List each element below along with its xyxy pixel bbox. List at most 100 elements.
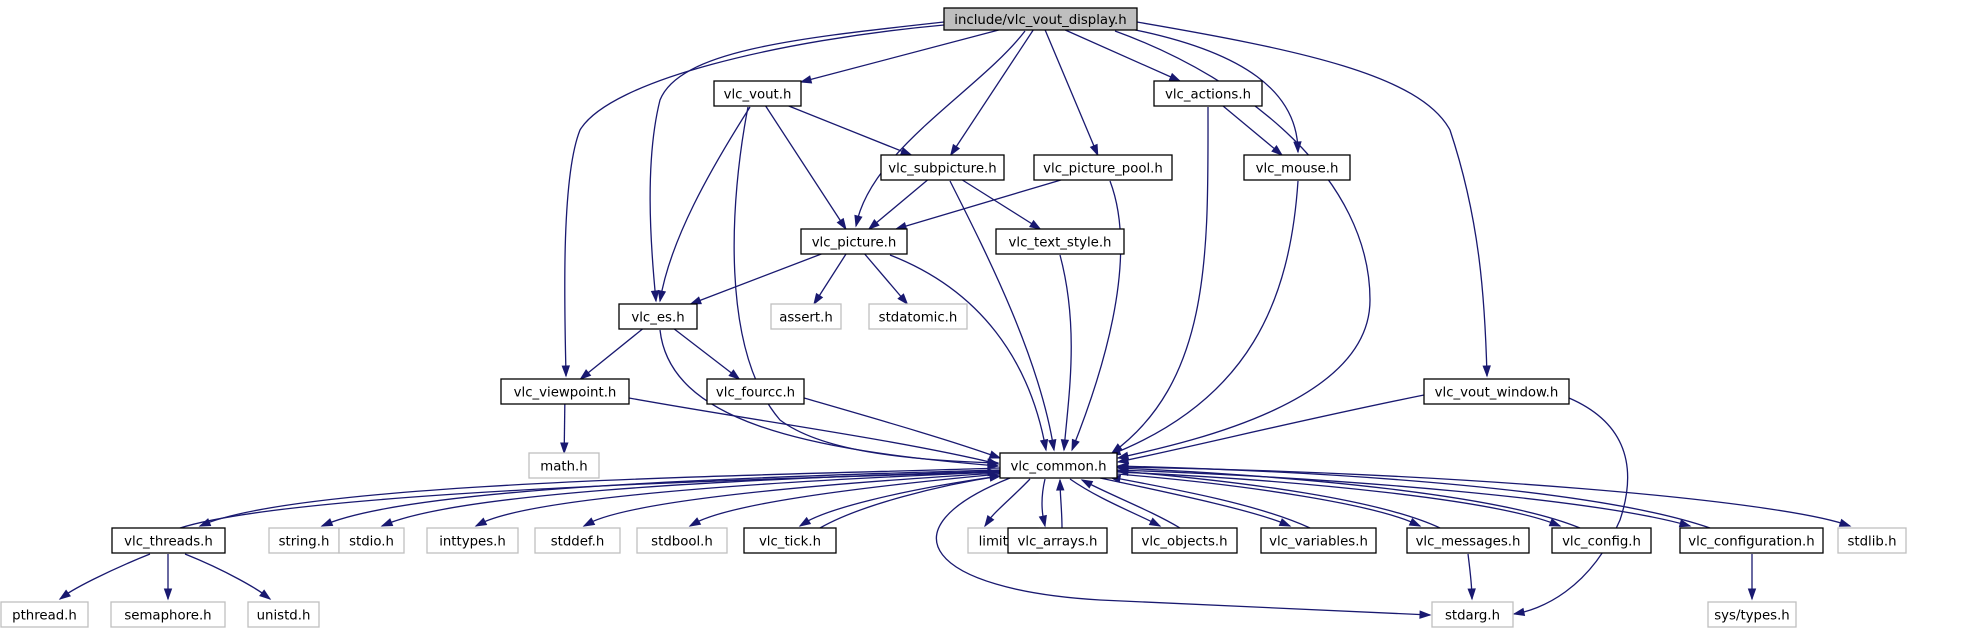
edge-picture-to-common: [889, 254, 1049, 452]
node-threads[interactable]: vlc_threads.h: [111, 527, 226, 554]
edge-line: [628, 397, 999, 465]
edge-arrowhead: [163, 588, 173, 601]
edge-line: [803, 397, 1001, 459]
node-actions[interactable]: vlc_actions.h: [1153, 80, 1263, 107]
node-config[interactable]: vlc_config.h: [1551, 527, 1652, 554]
edge-arrowhead: [1080, 479, 1094, 489]
node-box: [999, 452, 1118, 479]
edge-arrowhead: [582, 517, 596, 527]
node-common[interactable]: vlc_common.h: [999, 452, 1118, 479]
node-tick[interactable]: vlc_tick.h: [743, 527, 837, 554]
edge-line: [788, 105, 912, 156]
node-box: [1131, 527, 1238, 554]
node-box: [1431, 601, 1514, 628]
node-box: [636, 527, 728, 554]
edge-common-to-inttypes: [474, 471, 1001, 527]
edge-fourcc-to-common: [803, 397, 1002, 459]
node-label: stddef.h: [551, 535, 605, 550]
node-objects[interactable]: vlc_objects.h: [1131, 527, 1238, 554]
edge-line: [819, 475, 1001, 529]
edge-subpicture-to-common: [949, 180, 1057, 452]
edge-tick-to-common: [819, 473, 1002, 529]
node-arrays[interactable]: vlc_arrays.h: [1007, 527, 1108, 554]
node-assert: assert.h: [770, 303, 842, 330]
node-box: [1033, 154, 1173, 181]
node-label: vlc_es.h: [631, 311, 684, 326]
node-box: [247, 601, 320, 628]
edge-vout-to-picture: [765, 105, 847, 231]
edge-line: [855, 30, 1026, 227]
node-configuration[interactable]: vlc_configuration.h: [1679, 527, 1824, 554]
edge-line: [1114, 25, 1299, 153]
edge-arrowhead: [1168, 72, 1182, 82]
edge-line: [799, 475, 1001, 527]
edge-line: [659, 329, 999, 467]
edge-line: [962, 179, 1041, 230]
node-vout-window[interactable]: vlc_vout_window.h: [1423, 378, 1570, 405]
node-box: [770, 303, 842, 330]
node-stdatomic: stdatomic.h: [868, 303, 968, 330]
edge-common-to-stdarg: [935, 477, 1432, 619]
edge-line: [895, 179, 1062, 230]
node-label: math.h: [540, 460, 587, 475]
edge-line: [1064, 29, 1181, 82]
node-label: vlc_configuration.h: [1688, 535, 1814, 550]
node-root[interactable]: include/vlc_vout_display.h: [943, 7, 1138, 31]
node-label: vlc_config.h: [1562, 535, 1641, 550]
node-label: vlc_threads.h: [124, 535, 213, 550]
edge-line: [864, 253, 908, 305]
node-viewpoint[interactable]: vlc_viewpoint.h: [500, 378, 630, 405]
edge-arrowhead: [320, 518, 334, 527]
edge-arrowhead: [1271, 145, 1284, 156]
edge-root-to-picture_pool: [1044, 29, 1099, 157]
node-box: [800, 228, 908, 255]
edge-arrowhead: [380, 518, 394, 527]
edge-arrowhead: [988, 473, 1002, 482]
node-picture[interactable]: vlc_picture.h: [800, 228, 908, 255]
node-label: vlc_arrays.h: [1018, 535, 1098, 550]
edge-line: [1116, 469, 1691, 527]
edge-picture_pool-to-picture: [894, 179, 1062, 231]
node-box: [1260, 527, 1377, 554]
edge-line: [1116, 471, 1561, 527]
node-subpicture[interactable]: vlc_subpicture.h: [880, 154, 1005, 181]
edge-line: [659, 106, 751, 302]
edge-arrowhead: [1482, 365, 1491, 378]
node-picture-pool[interactable]: vlc_picture_pool.h: [1033, 154, 1173, 181]
edge-arrowhead: [1148, 517, 1162, 527]
edge-line: [1116, 466, 1851, 527]
edge-line: [950, 29, 1034, 156]
node-box: [1243, 154, 1351, 181]
node-label: vlc_mouse.h: [1256, 162, 1339, 177]
node-label: sys/types.h: [1714, 609, 1790, 624]
node-mouse[interactable]: vlc_mouse.h: [1243, 154, 1351, 181]
node-fourcc[interactable]: vlc_fourcc.h: [706, 378, 805, 405]
node-messages[interactable]: vlc_messages.h: [1406, 527, 1530, 554]
edge-arrowhead: [1512, 607, 1526, 616]
edge-root-to-subpicture: [949, 29, 1034, 157]
node-label: vlc_tick.h: [759, 535, 821, 550]
edge-arrowhead: [1071, 438, 1080, 452]
node-box: [868, 303, 968, 330]
node-box: [1153, 80, 1263, 107]
node-vout[interactable]: vlc_vout.h: [713, 80, 802, 107]
edge-es-to-viewpoint: [579, 328, 643, 380]
edge-arrowhead: [986, 457, 1000, 466]
edge-viewpoint-to-math: [560, 403, 569, 455]
edge-common-to-configuration: [1116, 469, 1692, 528]
node-es[interactable]: vlc_es.h: [618, 303, 698, 330]
edge-arrowhead: [1548, 518, 1562, 527]
node-label: inttypes.h: [439, 535, 506, 550]
edge-arrowhead: [259, 589, 272, 600]
node-label: stdarg.h: [1445, 609, 1500, 624]
edge-line: [889, 254, 1047, 451]
edge-picture-to-stdatomic: [864, 253, 909, 306]
node-text-style[interactable]: vlc_text_style.h: [995, 228, 1125, 255]
edge-line: [1136, 21, 1488, 377]
edge-line: [1117, 470, 1441, 529]
node-label: include/vlc_vout_display.h: [954, 13, 1126, 28]
edge-root-to-vout_window: [1136, 21, 1491, 378]
edge-line: [1109, 476, 1311, 529]
node-variables[interactable]: vlc_variables.h: [1260, 527, 1377, 554]
